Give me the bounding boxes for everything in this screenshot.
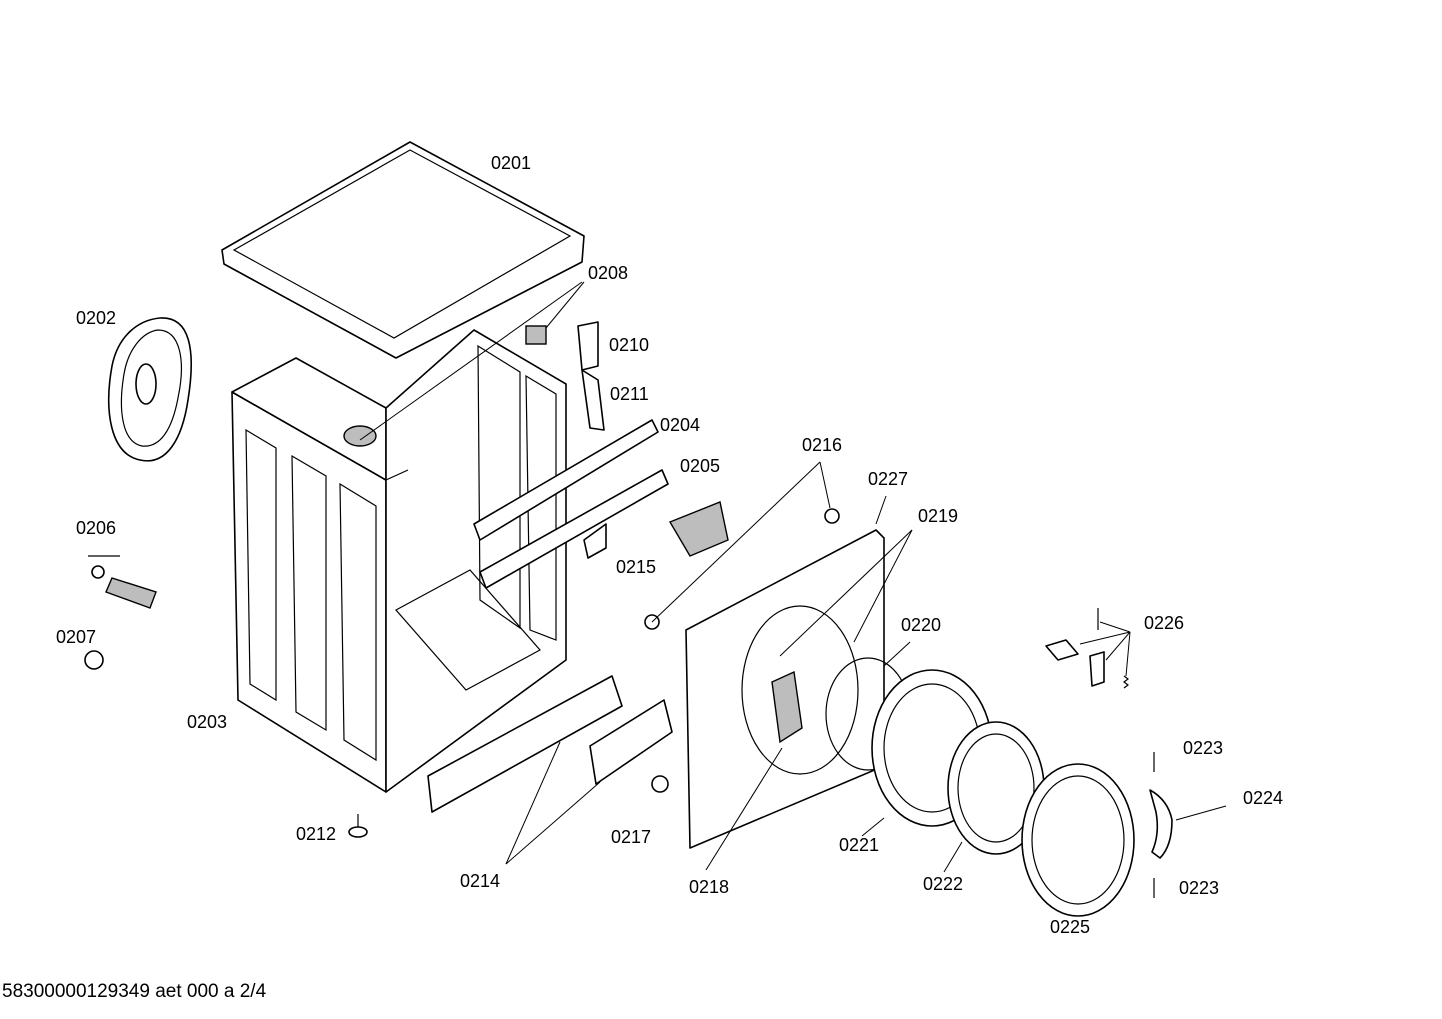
- label-0210: 0210: [609, 335, 650, 355]
- part-0217-bush: [651, 775, 669, 793]
- label-0212: 0212: [296, 824, 337, 844]
- part-0226-hinge: [1045, 608, 1129, 689]
- part-0204-crossbar: [473, 419, 659, 541]
- part-0208-hinge-bracket: [525, 321, 599, 371]
- label-0202: 0202: [76, 308, 117, 328]
- label-0204: 0204: [660, 415, 701, 435]
- part-0214-panel: [427, 675, 673, 813]
- document-id-footer: 58300000129349 aet 000 a 2/4: [2, 981, 267, 1002]
- leader-lines: [359, 281, 1227, 873]
- part-0205-crossbar: [479, 469, 669, 589]
- part-0215-door-lock: [668, 501, 729, 557]
- label-0225: 0225: [1050, 917, 1091, 937]
- label-0201: 0201: [491, 153, 532, 173]
- label-0226: 0226: [1144, 613, 1185, 633]
- part-0224-handle: [1149, 789, 1173, 859]
- label-0227: 0227: [868, 469, 909, 489]
- part-0207-foot: [84, 650, 104, 670]
- label-0222: 0222: [923, 874, 964, 894]
- label-0215: 0215: [616, 557, 657, 577]
- label-0219: 0219: [918, 506, 959, 526]
- label-0218: 0218: [689, 877, 730, 897]
- label-0203: 0203: [187, 712, 228, 732]
- label-0206: 0206: [76, 518, 117, 538]
- label-0220: 0220: [901, 615, 942, 635]
- part-0212-screw-foot: [348, 814, 368, 838]
- part-0211-bracket: [581, 369, 605, 431]
- label-0208: 0208: [588, 263, 629, 283]
- part-0225-door-ring: [1021, 763, 1135, 917]
- label-0217: 0217: [611, 827, 652, 847]
- part-0206-hose: [88, 555, 157, 609]
- label-0223-top: 0223: [1183, 738, 1224, 758]
- part-0227-front-panel: [685, 529, 885, 849]
- label-0211: 0211: [610, 384, 649, 404]
- label-0224: 0224: [1243, 788, 1284, 808]
- part-0201-top-cover: [221, 141, 585, 359]
- label-0221: 0221: [839, 835, 880, 855]
- part-0202-rear-panel: [107, 317, 193, 462]
- part-0203-cabinet: [231, 329, 567, 793]
- label-0214: 0214: [460, 871, 501, 891]
- label-0205: 0205: [680, 456, 721, 476]
- label-0223-bottom: 0223: [1179, 878, 1220, 898]
- label-0216: 0216: [802, 435, 843, 455]
- label-0207: 0207: [56, 627, 97, 647]
